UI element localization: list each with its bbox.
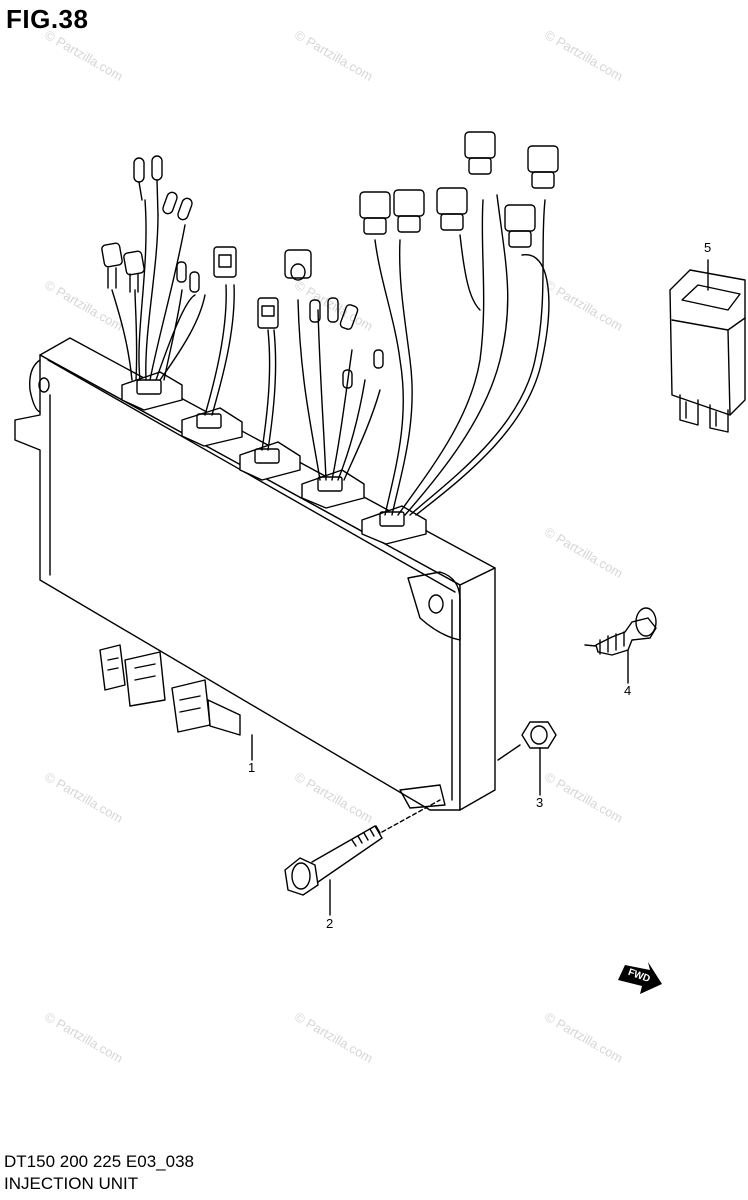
callout-3: 3 [536,795,543,810]
bolt-part-2 [284,799,441,896]
leader-lines [251,259,709,916]
diagram-code: DT150 200 225 E03_038 [4,1152,194,1171]
wire-harness [101,131,559,516]
injection-unit-body [14,337,496,811]
figure-title: FIG.38 [6,4,89,34]
connector-sockets [121,371,427,545]
callout-4: 4 [624,683,631,698]
grommet-part-4 [584,607,657,656]
callout-5: 5 [704,240,711,255]
callout-2: 2 [326,916,333,931]
fwd-arrow-icon: FWD [618,962,662,994]
relay-part-5 [669,269,746,433]
callout-1: 1 [248,760,255,775]
nut-part-3 [497,721,557,761]
diagram-title: INJECTION UNIT [4,1174,139,1193]
